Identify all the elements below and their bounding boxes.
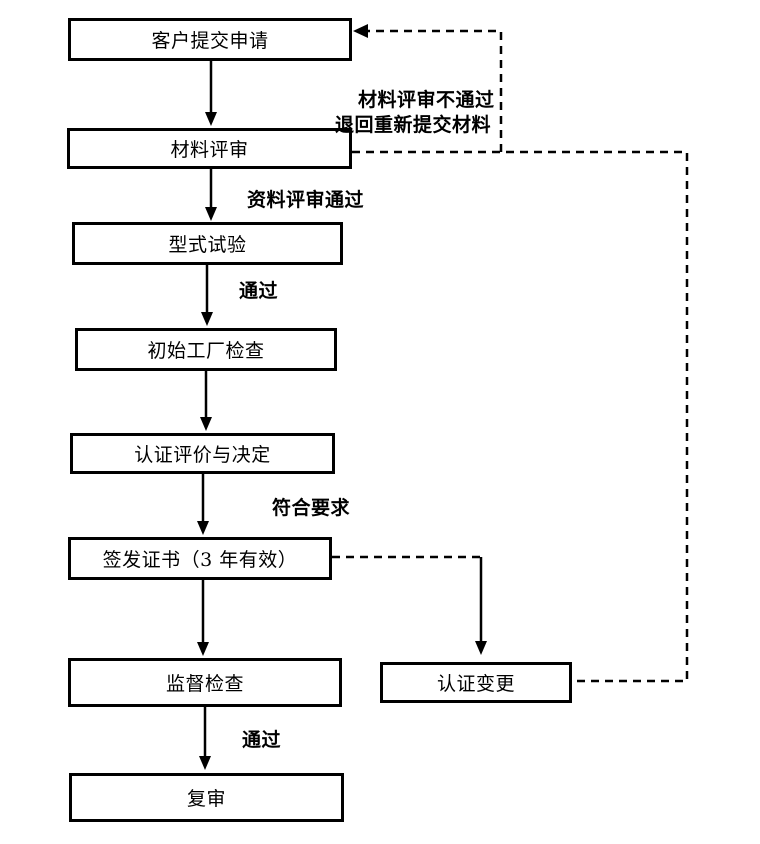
flow-box-certification-change: 认证变更 — [380, 662, 572, 703]
edge-label-meets-requirements: 符合要求 — [272, 497, 351, 519]
arrow-evaluation-to-certificate — [197, 474, 209, 535]
edge-label-material-review-fail-line2: 退回重新提交材料 — [335, 114, 492, 136]
flow-box-label: 签发证书（3 年有效） — [102, 549, 298, 571]
edge-label-material-review-fail-line1: 材料评审不通过 — [358, 89, 495, 111]
arrow-material-review-to-type-test — [205, 169, 217, 221]
flow-box-label: 认证变更 — [436, 673, 515, 695]
flow-box-supervision-inspection: 监督检查 — [68, 658, 342, 707]
edge-label-supervision-pass: 通过 — [242, 729, 282, 751]
arrow-supervision-to-re-review — [199, 707, 211, 770]
arrowhead — [205, 112, 217, 126]
flow-box-issue-certificate: 签发证书（3 年有效） — [68, 537, 332, 580]
flow-box-label: 复审 — [186, 788, 226, 810]
flow-box-label: 客户提交申请 — [151, 30, 269, 52]
arrowhead — [200, 417, 212, 431]
arrow-application-to-material-review — [205, 61, 217, 126]
arrow-factory-inspection-to-evaluation — [200, 371, 212, 431]
flow-box-label: 认证评价与决定 — [134, 444, 271, 466]
arrowhead — [205, 207, 217, 221]
flow-box-label: 型式试验 — [168, 234, 247, 256]
flow-box-type-test: 型式试验 — [72, 222, 343, 265]
flow-box-label: 监督检查 — [165, 673, 244, 695]
arrow-type-test-to-factory-inspection — [201, 265, 213, 326]
arrowhead — [353, 24, 368, 38]
flow-box-initial-factory-inspection: 初始工厂检查 — [75, 328, 337, 371]
flow-box-label: 初始工厂检查 — [147, 340, 265, 362]
edge-label-type-test-pass: 通过 — [239, 280, 279, 302]
edge-label-material-pass: 资料评审通过 — [247, 189, 365, 211]
arrowhead — [201, 312, 213, 326]
arrow-certificate-to-supervision — [197, 580, 209, 656]
flow-box-material-review: 材料评审 — [67, 128, 352, 169]
flow-box-evaluation-and-decision: 认证评价与决定 — [70, 433, 335, 474]
connector-certificate-to-change — [332, 555, 487, 655]
flow-box-label: 材料评审 — [170, 139, 249, 161]
flow-box-re-review: 复审 — [69, 773, 344, 822]
arrowhead — [197, 642, 209, 656]
dashed-material-review-to-change — [352, 150, 689, 683]
arrowhead — [475, 641, 487, 655]
dashed-feedback-to-application — [353, 24, 503, 152]
flow-box-customer-application: 客户提交申请 — [68, 18, 352, 61]
arrowhead — [199, 756, 211, 770]
arrowhead — [197, 521, 209, 535]
